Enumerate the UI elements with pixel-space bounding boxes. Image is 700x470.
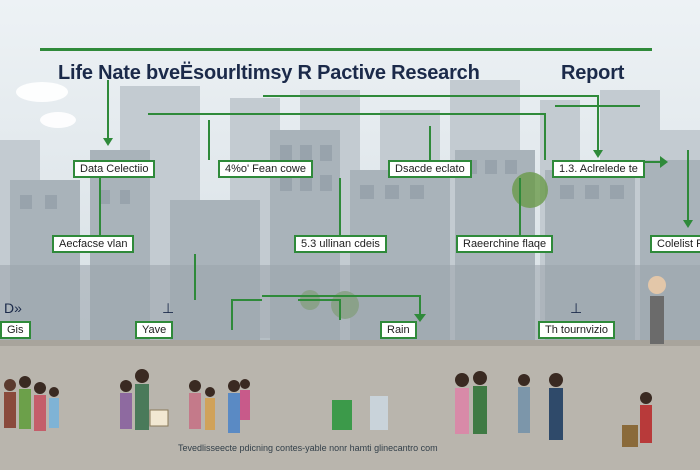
box-decade: Dsacde eclato [388, 160, 472, 178]
report-title-main: Life Nate bveЁsourltimsy R Pactive Resea… [58, 62, 480, 84]
arrow-glyph-mid: ⊥ [162, 300, 175, 316]
box-research-flag: Raeerchine flaqe [456, 235, 554, 253]
box-million: 5.3 ullinan cdeis [294, 235, 387, 253]
footer-caption: Tevedlisseecte pdicning contes-yable non… [178, 443, 438, 453]
box-ad-reference: 1.3. Aclrelede te [552, 160, 645, 178]
arrow-glyph-left: D» [4, 300, 22, 316]
arrow-glyph-right: ⊥ [570, 300, 583, 316]
title-rule [40, 48, 652, 51]
box-data-collection: Data Celectiio [73, 160, 156, 178]
report-title-suffix: Report [561, 62, 625, 84]
report-title: Life Nate bveЁsourltimsy R Pactive Resea… [58, 62, 624, 85]
box-rain: Rain [380, 321, 417, 339]
box-activation: Aecfacse vlan [52, 235, 135, 253]
box-gs: Gis [0, 321, 31, 339]
box-outreach: Th tournvizio [538, 321, 615, 339]
box-outcome: Colelist Ro [650, 235, 700, 253]
box-wave: Yave [135, 321, 174, 339]
box-focus: 4%o' Fean cowe [218, 160, 313, 178]
